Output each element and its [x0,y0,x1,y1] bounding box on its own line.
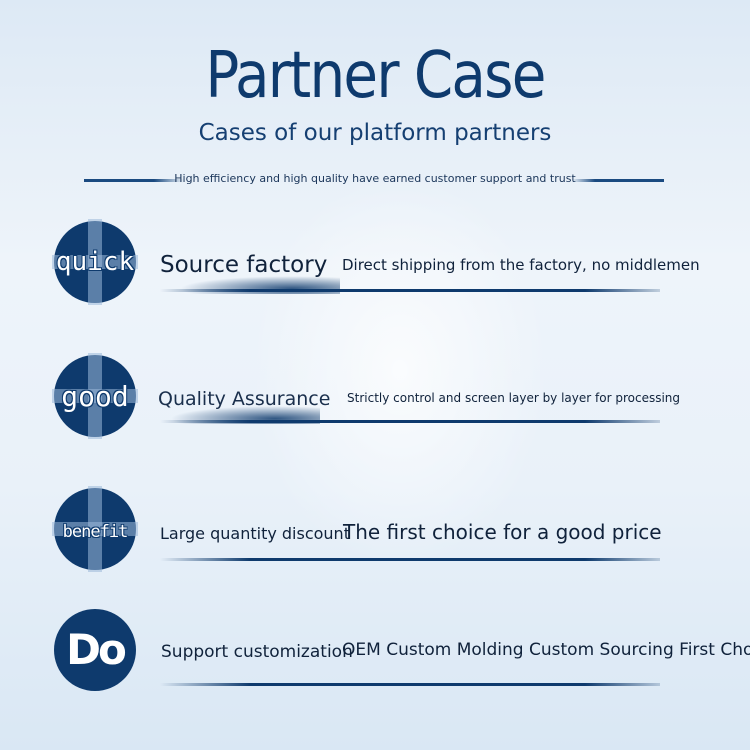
badge-good: good [52,353,138,439]
tagline-divider-right [572,179,664,182]
feature-description: OEM Custom Molding Custom Sourcing First… [342,640,750,660]
feature-description: Strictly control and screen layer by lay… [347,391,681,405]
badge-label: quick [55,247,135,277]
circle-icon [54,609,136,691]
feature-underline [160,683,660,686]
circle-cross-icon [52,219,138,305]
feature-underline [160,420,660,423]
feature-underline [160,558,660,561]
badge-label: good [61,380,129,413]
feature-description: The first choice for a good price [343,520,662,544]
badge-do: Do [52,607,138,693]
tagline-divider-left [84,179,184,182]
circle-cross-icon [52,353,138,439]
badge-label: Do [66,625,127,674]
background-glow [250,170,550,570]
page-subtitle: Cases of our platform partners [198,120,552,146]
feature-underline [160,289,660,292]
tagline: High efficiency and high quality have ea… [174,172,576,185]
badge-label: benefit [62,522,129,542]
feature-heading: Quality Assurance [158,388,331,410]
feature-heading: Large quantity discount [160,524,350,543]
circle-cross-icon [52,486,138,572]
underline-accent [170,406,320,424]
feature-heading: Source factory [160,252,328,278]
page-title: Partner Case [205,39,546,113]
feature-heading: Support customization [161,642,353,662]
badge-quick: quick [52,219,138,305]
feature-description: Direct shipping from the factory, no mid… [342,256,700,274]
badge-benefit: benefit [52,486,138,572]
